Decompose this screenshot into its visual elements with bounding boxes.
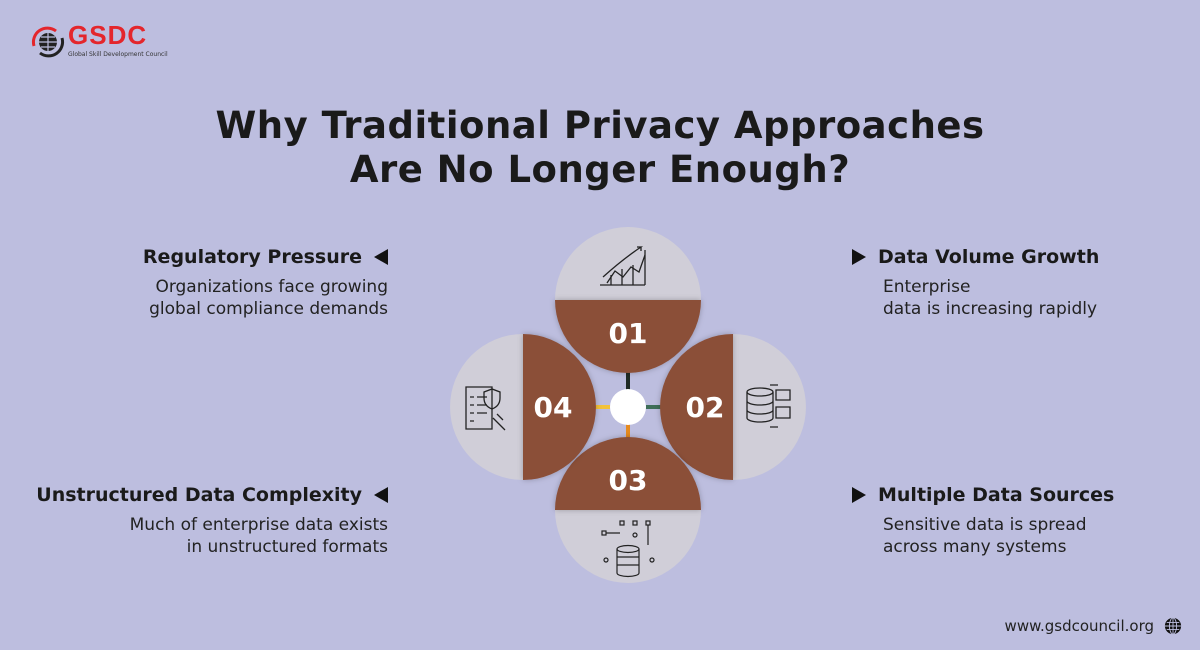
segment-number: 03 bbox=[609, 464, 648, 497]
brand-tagline: Global Skill Development Council bbox=[68, 51, 168, 58]
segment-02: 02 bbox=[660, 334, 806, 480]
gsdc-logo-icon bbox=[31, 26, 65, 58]
segment-number: 01 bbox=[609, 317, 648, 350]
page-title: Why Traditional Privacy Approaches Are N… bbox=[0, 104, 1200, 192]
segment-number: 02 bbox=[686, 391, 725, 424]
title-line-2: Are No Longer Enough? bbox=[349, 148, 851, 191]
segment-03: 03 bbox=[555, 437, 701, 583]
item-heading: Unstructured Data Complexity bbox=[36, 484, 362, 506]
triangle-right-icon bbox=[852, 487, 866, 503]
item-heading: Regulatory Pressure bbox=[142, 246, 362, 268]
segment-01: 01 bbox=[555, 227, 701, 373]
growth-chart-icon bbox=[600, 246, 646, 286]
compliance-gavel-icon bbox=[465, 386, 506, 431]
item-regulatory-pressure: Regulatory Pressure Organizations face g… bbox=[143, 246, 388, 320]
segment-number: 04 bbox=[534, 391, 573, 424]
brand-name: GSDC bbox=[68, 20, 148, 50]
item-unstructured-data: Unstructured Data Complexity Much of ent… bbox=[36, 484, 388, 558]
triangle-left-icon bbox=[374, 487, 388, 503]
title-line-1: Why Traditional Privacy Approaches bbox=[215, 104, 985, 147]
segment-04: 04 bbox=[450, 334, 596, 480]
center-circle bbox=[610, 389, 646, 425]
item-heading: Multiple Data Sources bbox=[878, 484, 1115, 506]
globe-icon bbox=[1164, 617, 1182, 635]
triangle-right-icon bbox=[852, 249, 866, 265]
website-link[interactable]: www.gsdcouncil.org bbox=[1004, 617, 1154, 635]
item-heading: Data Volume Growth bbox=[878, 246, 1100, 268]
item-multiple-data-sources: Multiple Data Sources Sensitive data is … bbox=[852, 484, 1114, 558]
database-nodes-icon bbox=[601, 520, 655, 578]
triangle-left-icon bbox=[374, 249, 388, 265]
database-folders-icon bbox=[746, 384, 791, 428]
